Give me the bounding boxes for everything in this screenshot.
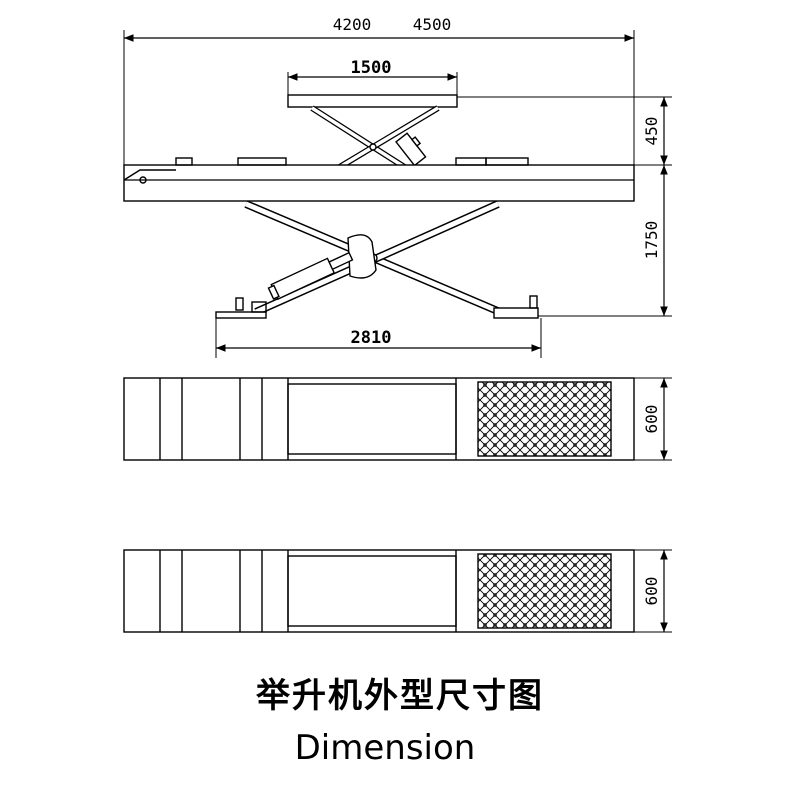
secondary-lift-platform bbox=[287, 94, 458, 108]
runway-block bbox=[485, 157, 529, 166]
ramp-profile bbox=[123, 169, 176, 181]
overall-length-label-1: 4200 bbox=[333, 15, 372, 34]
runway-block bbox=[455, 157, 487, 166]
main-runway-platform bbox=[123, 164, 635, 202]
small-scissor-pivot bbox=[369, 143, 377, 151]
side-elevation-view bbox=[123, 30, 672, 358]
base-post-left bbox=[235, 297, 244, 311]
overall-length-label-2: 4500 bbox=[413, 15, 452, 34]
plan-width-label-top: 600 bbox=[642, 405, 661, 434]
base-span-label: 2810 bbox=[351, 328, 392, 348]
base-slider-right bbox=[493, 307, 539, 319]
caption-chinese: 举升机外型尺寸图 bbox=[256, 676, 544, 716]
caption-english: Dimension bbox=[294, 728, 476, 768]
base-hinge-left bbox=[251, 301, 267, 313]
main-hydraulic-cylinder bbox=[267, 251, 354, 301]
small-hydraulic-cylinder bbox=[395, 132, 427, 167]
base-lift-height-label: 1750 bbox=[642, 221, 661, 260]
top-lift-height-label: 450 bbox=[642, 117, 661, 146]
scissor-bracket bbox=[347, 234, 377, 279]
runway-block bbox=[175, 157, 193, 166]
turnplate-grille bbox=[477, 553, 612, 629]
ramp-hinge bbox=[139, 176, 147, 184]
turnplate-grille bbox=[477, 381, 612, 457]
plan-width-label-bottom: 600 bbox=[642, 577, 661, 606]
base-post-right bbox=[529, 295, 538, 309]
plan-view-runway-2 bbox=[123, 549, 672, 633]
runway-block bbox=[237, 157, 287, 166]
top-platform-width-label: 1500 bbox=[351, 58, 392, 78]
base-foot-left bbox=[215, 311, 267, 319]
plan-view-runway-1 bbox=[123, 377, 672, 461]
